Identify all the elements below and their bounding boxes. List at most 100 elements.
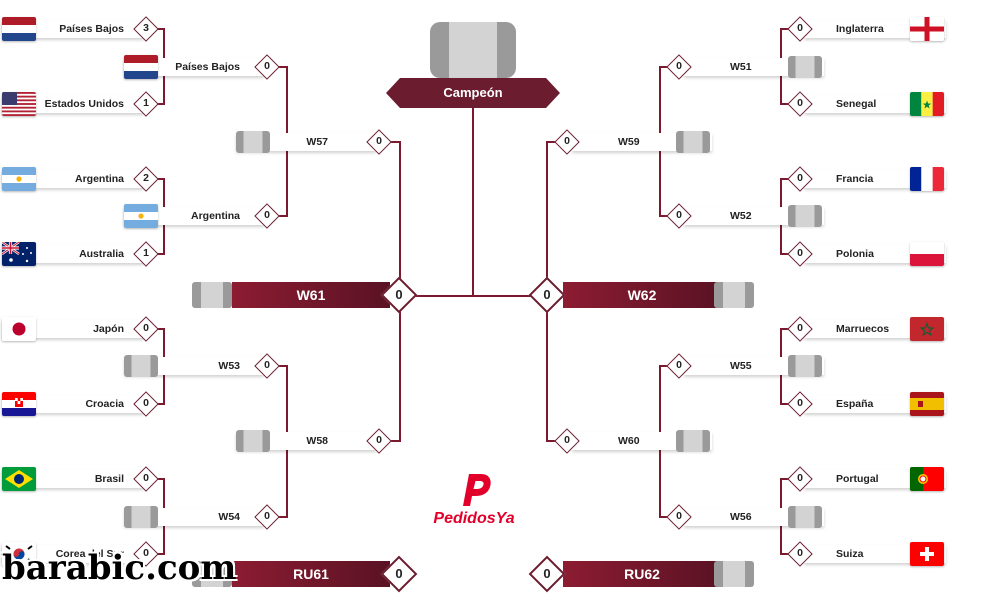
right-r16-inglaterra-score-value: 0 xyxy=(797,22,803,34)
br-flag-icon xyxy=(2,467,36,491)
left-r16-croacia-name: Croacia xyxy=(85,398,124,410)
nl-flag-icon xyxy=(2,17,36,41)
left-final-band: W61 xyxy=(232,282,390,308)
left-qf-argentina-name: Argentina xyxy=(190,210,240,222)
left-sf-w57-name: W57 xyxy=(306,136,328,148)
right-qf-w51-placeholder xyxy=(788,56,822,78)
left-r16-australia-bar xyxy=(2,245,144,263)
right-qf-w55-placeholder xyxy=(788,355,822,377)
left-r16-argentina-bar xyxy=(2,170,144,188)
left-r16-paises-bajos-name: Países Bajos xyxy=(59,23,124,35)
left-final-placeholder xyxy=(192,282,232,308)
right-r16-suiza-name: Suiza xyxy=(836,548,864,560)
left-r16-japon-bar xyxy=(2,320,144,338)
right-qf-w51-name: W51 xyxy=(730,61,752,73)
pt-flag-icon xyxy=(910,467,944,491)
left-qf-w54-score-value: 0 xyxy=(264,510,270,522)
left-r16-japon-score-value: 0 xyxy=(143,322,149,334)
watermark: barabic.com xyxy=(2,548,237,588)
left-sf-w58-bar xyxy=(236,432,376,450)
right-r16-senegal-score-value: 0 xyxy=(797,97,803,109)
right-final-label: W62 xyxy=(627,287,657,303)
right-r16-francia-score-value: 0 xyxy=(797,172,803,184)
us-flag-icon xyxy=(2,92,36,116)
left-r16-estados-unidos-bar xyxy=(2,95,144,113)
champion-label: Campeón xyxy=(443,85,503,100)
left-qf-argentina-bar xyxy=(124,207,264,225)
kr-flag-icon xyxy=(2,542,36,566)
left-r16-brasil-name: Brasil xyxy=(94,473,124,485)
left-third-band: RU61 xyxy=(232,561,390,587)
left-r16-croacia-score-value: 0 xyxy=(143,397,149,409)
left-qf-w53-placeholder xyxy=(124,355,158,377)
left-third-score-value: 0 xyxy=(395,566,403,581)
right-qf-w55-name: W55 xyxy=(730,360,752,372)
left-r16-argentina-score-value: 2 xyxy=(143,172,149,184)
champion-banner xyxy=(386,78,560,108)
right-qf-w52-score-value: 0 xyxy=(676,209,682,221)
ar-flag-icon xyxy=(2,167,36,191)
fr-flag-icon xyxy=(910,167,944,191)
right-r16-marruecos-score-value: 0 xyxy=(797,322,803,334)
right-r16-espana-name: España xyxy=(836,398,874,410)
sn-flag-icon xyxy=(910,92,944,116)
right-qf-w52-name: W52 xyxy=(730,210,752,222)
trophy-placeholder xyxy=(430,22,516,78)
left-r16-australia-name: Australia xyxy=(79,248,124,260)
right-r16-polonia-score-value: 0 xyxy=(797,247,803,259)
jp-flag-icon xyxy=(2,317,36,341)
left-qf-paises-bajos-name: Países Bajos xyxy=(175,61,240,73)
right-sf-w60-score-value: 0 xyxy=(564,434,570,446)
right-qf-w51-score-value: 0 xyxy=(676,60,682,72)
ma-flag-icon xyxy=(910,317,944,341)
left-r16-brasil-bar xyxy=(2,470,144,488)
left-r16-paises-bajos-bar xyxy=(2,20,144,38)
left-r16-argentina-name: Argentina xyxy=(74,173,124,185)
left-qf-w54-bar xyxy=(124,508,264,526)
left-r16-croacia-bar xyxy=(2,395,144,413)
left-r16-estados-unidos-score-value: 1 xyxy=(143,97,149,109)
right-r16-portugal-score-value: 0 xyxy=(797,472,803,484)
right-sf-w59-name: W59 xyxy=(618,136,640,148)
hr-flag-icon xyxy=(2,392,36,416)
right-r16-inglaterra-name: Inglaterra xyxy=(836,23,884,35)
left-sf-w57-bar xyxy=(236,133,376,151)
right-third-band: RU62 xyxy=(563,561,721,587)
right-qf-w55-score-value: 0 xyxy=(676,359,682,371)
right-sf-w59-score-value: 0 xyxy=(564,135,570,147)
left-qf-paises-bajos-bar xyxy=(124,58,264,76)
left-qf-paises-bajos-score-value: 0 xyxy=(264,60,270,72)
ar-flag-icon xyxy=(124,204,158,228)
left-r16-japon-name: Japón xyxy=(93,323,124,335)
right-qf-w56-score-value: 0 xyxy=(676,510,682,522)
left-sf-w58-placeholder xyxy=(236,430,270,452)
left-r16-brasil-score-value: 0 xyxy=(143,472,149,484)
left-r16-corea-del-sur-name: Corea del Sur xyxy=(55,548,124,560)
pl-flag-icon xyxy=(910,242,944,266)
right-qf-w56-placeholder xyxy=(788,506,822,528)
right-sf-w59-placeholder xyxy=(676,131,710,153)
right-qf-w52-placeholder xyxy=(788,205,822,227)
right-final-placeholder xyxy=(714,282,754,308)
right-r16-suiza-score-value: 0 xyxy=(797,547,803,559)
left-sf-w58-name: W58 xyxy=(306,435,328,447)
right-r16-portugal-name: Portugal xyxy=(836,473,879,485)
right-r16-polonia-name: Polonia xyxy=(836,248,874,260)
left-r16-corea-del-sur-bar xyxy=(2,545,144,563)
right-r16-espana-score-value: 0 xyxy=(797,397,803,409)
left-qf-w54-placeholder xyxy=(124,506,158,528)
right-third-score: 0 xyxy=(528,555,566,593)
left-qf-w53-name: W53 xyxy=(218,360,240,372)
es-flag-icon xyxy=(910,392,944,416)
left-final-score-value: 0 xyxy=(395,287,403,302)
left-qf-argentina-score-value: 0 xyxy=(264,209,270,221)
left-third-label: RU61 xyxy=(293,566,329,582)
pedidosya-logo: PedidosYa xyxy=(426,472,522,532)
left-r16-estados-unidos-name: Estados Unidos xyxy=(44,98,124,110)
left-sf-w57-placeholder xyxy=(236,131,270,153)
left-sf-w57-score-value: 0 xyxy=(376,135,382,147)
nl-flag-icon xyxy=(124,55,158,79)
brand-name: PedidosYa xyxy=(433,510,515,527)
left-third-placeholder xyxy=(192,561,232,587)
